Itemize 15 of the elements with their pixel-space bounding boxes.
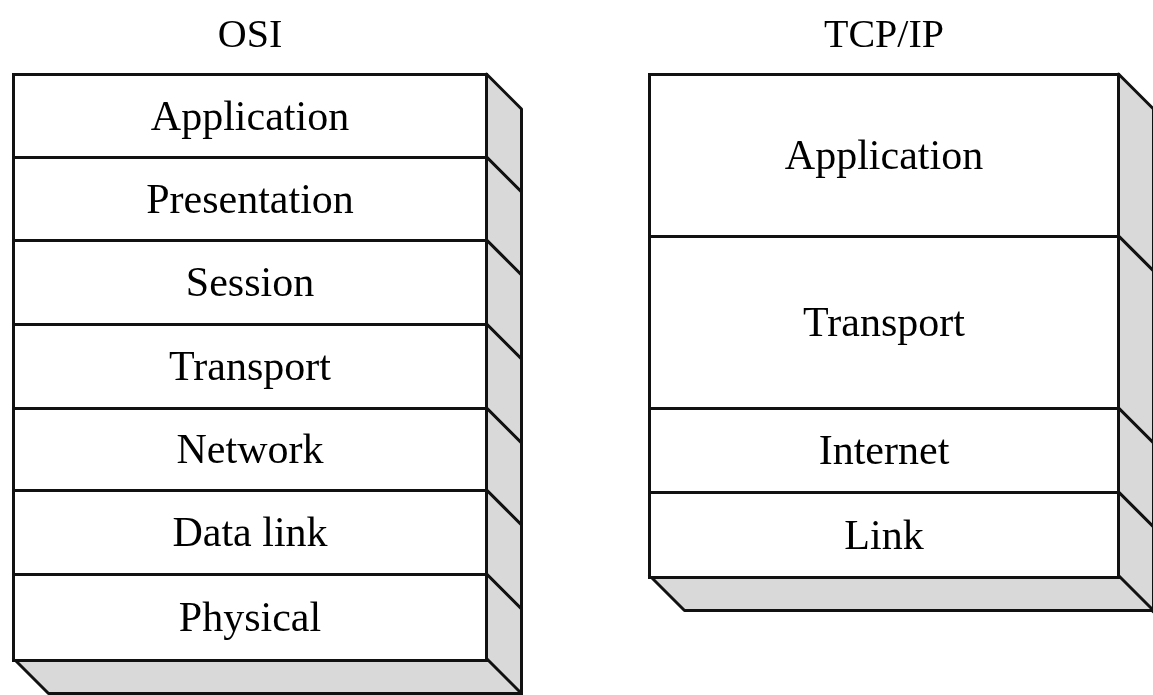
layer-label: Physical <box>178 593 322 641</box>
layer-label: Transport <box>169 342 331 390</box>
layer-label: Network <box>176 425 324 473</box>
layer-label: Transport <box>803 298 965 346</box>
layer-box <box>12 72 488 159</box>
layer-label: Data link <box>172 508 328 556</box>
layer-label: Presentation <box>146 174 354 223</box>
stack-title: OSI <box>216 10 284 58</box>
layer-label: Link <box>844 510 924 559</box>
layer-label: Internet <box>818 426 950 474</box>
layer-label: Application <box>150 91 350 140</box>
stack-title: TCP/IP <box>822 10 945 58</box>
layer-label: Application <box>784 131 984 179</box>
layer-label: Session <box>185 258 315 306</box>
layer-box <box>648 72 1120 238</box>
